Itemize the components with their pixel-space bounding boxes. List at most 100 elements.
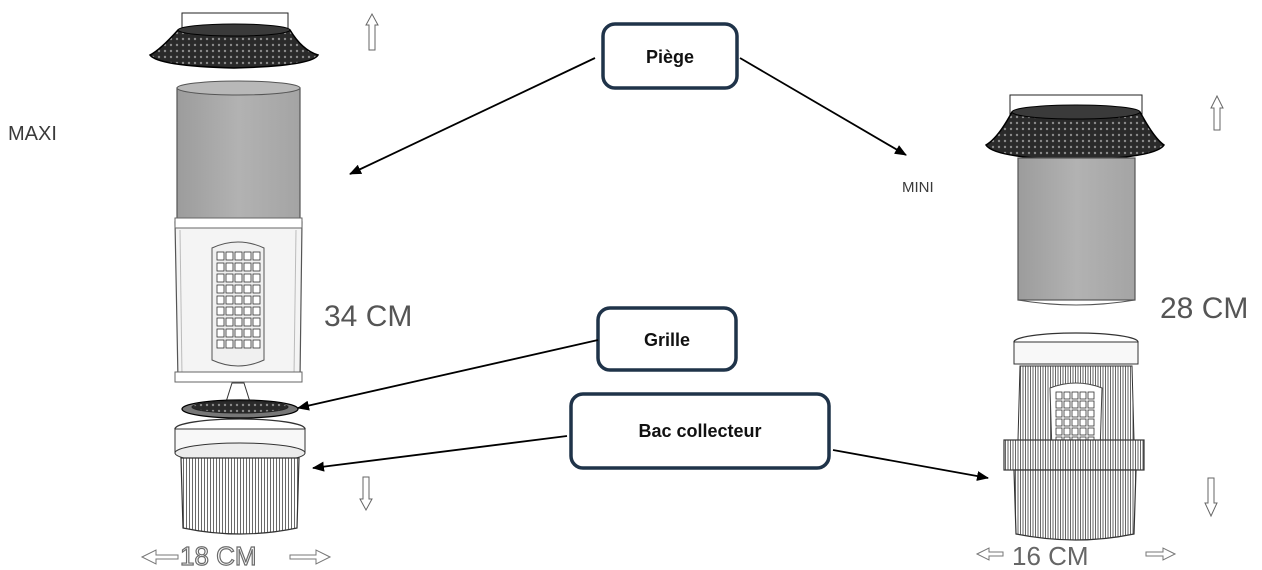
window-cell [234, 317, 243, 327]
window-cell [252, 339, 261, 349]
window-cell [1063, 418, 1071, 427]
window-cell [234, 295, 243, 305]
window-cell [1087, 391, 1095, 400]
window-cell [252, 273, 261, 283]
window-cell [234, 306, 243, 316]
arrow-bac-to-mini [832, 449, 989, 481]
window-cell [1071, 391, 1079, 400]
arrow-bac-to-maxi [312, 435, 568, 472]
mini-up-arrow [1210, 94, 1224, 131]
window-cell [243, 339, 252, 349]
window-cell [225, 262, 234, 272]
callout-grille-label: Grille [644, 330, 690, 350]
window-cell [1063, 391, 1071, 400]
window-cell [216, 295, 225, 305]
window-cell [216, 251, 225, 261]
window-cell [252, 295, 261, 305]
window-cell [252, 251, 261, 261]
callout-bac-collecteur: Bac collecteur [569, 392, 831, 470]
window-cell [1071, 427, 1079, 436]
window-cell [1055, 391, 1063, 400]
maxi-body [174, 217, 303, 403]
window-cell [216, 328, 225, 338]
window-cell [243, 317, 252, 327]
window-cell [234, 262, 243, 272]
window-cell [252, 328, 261, 338]
window-cell [1063, 409, 1071, 418]
window-cell [234, 339, 243, 349]
mini-lid [984, 94, 1166, 161]
maxi-collector-bin [174, 418, 306, 535]
mini-device [984, 94, 1166, 541]
window-cell [1079, 391, 1087, 400]
window-cell [243, 306, 252, 316]
window-cell [225, 295, 234, 305]
window-cell [234, 284, 243, 294]
window-cell [243, 251, 252, 261]
window-cell [243, 284, 252, 294]
maxi-height-dimension: 34 CM [324, 300, 412, 333]
maxi-lid [148, 12, 320, 69]
window-cell [1071, 418, 1079, 427]
window-cell [252, 306, 261, 316]
window-cell [1071, 400, 1079, 409]
window-cell [234, 328, 243, 338]
mini-down-arrow [1204, 477, 1218, 518]
mini-gray-cylinder [1017, 157, 1136, 306]
window-cell [252, 262, 261, 272]
window-cell [225, 317, 234, 327]
maxi-grille [181, 399, 299, 419]
window-cell [225, 273, 234, 283]
window-cell [225, 306, 234, 316]
window-cell [1063, 400, 1071, 409]
window-cell [1079, 427, 1087, 436]
window-cell [225, 339, 234, 349]
window-cell [1087, 409, 1095, 418]
window-cell [1055, 409, 1063, 418]
arrow-grille-to-maxi [297, 339, 599, 411]
window-cell [1079, 400, 1087, 409]
window-cell [216, 339, 225, 349]
window-cell [243, 273, 252, 283]
maxi-window-grid [216, 251, 261, 349]
window-cell [225, 328, 234, 338]
callout-piege-label: Piège [646, 47, 694, 67]
window-cell [243, 328, 252, 338]
maxi-gray-cylinder [176, 80, 301, 221]
window-cell [243, 262, 252, 272]
arrow-piege-to-mini [739, 57, 907, 156]
mini-collector-bin [1003, 332, 1145, 541]
mini-width-arrow [975, 547, 1177, 561]
window-cell [234, 251, 243, 261]
leader-arrows [297, 57, 989, 481]
window-cell [1087, 418, 1095, 427]
maxi-label: MAXI [8, 123, 57, 145]
window-cell [216, 284, 225, 294]
mini-height-dimension: 28 CM [1160, 292, 1248, 325]
mini-label: MINI [902, 179, 934, 196]
window-cell [216, 273, 225, 283]
maxi-down-arrow [359, 476, 373, 512]
window-cell [225, 284, 234, 294]
window-cell [1055, 400, 1063, 409]
window-cell [1055, 418, 1063, 427]
callout-piege: Piège [601, 22, 739, 90]
maxi-device [148, 12, 320, 535]
window-cell [243, 295, 252, 305]
maxi-width-arrow [140, 549, 332, 565]
maxi-up-arrow [365, 12, 379, 51]
mini-width-dimension: 16 CM [1012, 541, 1089, 570]
callout-bac-collecteur-label: Bac collecteur [638, 421, 761, 441]
window-cell [216, 262, 225, 272]
window-cell [225, 251, 234, 261]
window-cell [216, 306, 225, 316]
window-cell [1079, 409, 1087, 418]
window-cell [1063, 427, 1071, 436]
callout-grille: Grille [596, 306, 738, 372]
window-cell [1087, 427, 1095, 436]
window-cell [234, 273, 243, 283]
window-cell [252, 317, 261, 327]
window-cell [1071, 409, 1079, 418]
maxi-width-dimension: 18 CM [180, 541, 257, 570]
